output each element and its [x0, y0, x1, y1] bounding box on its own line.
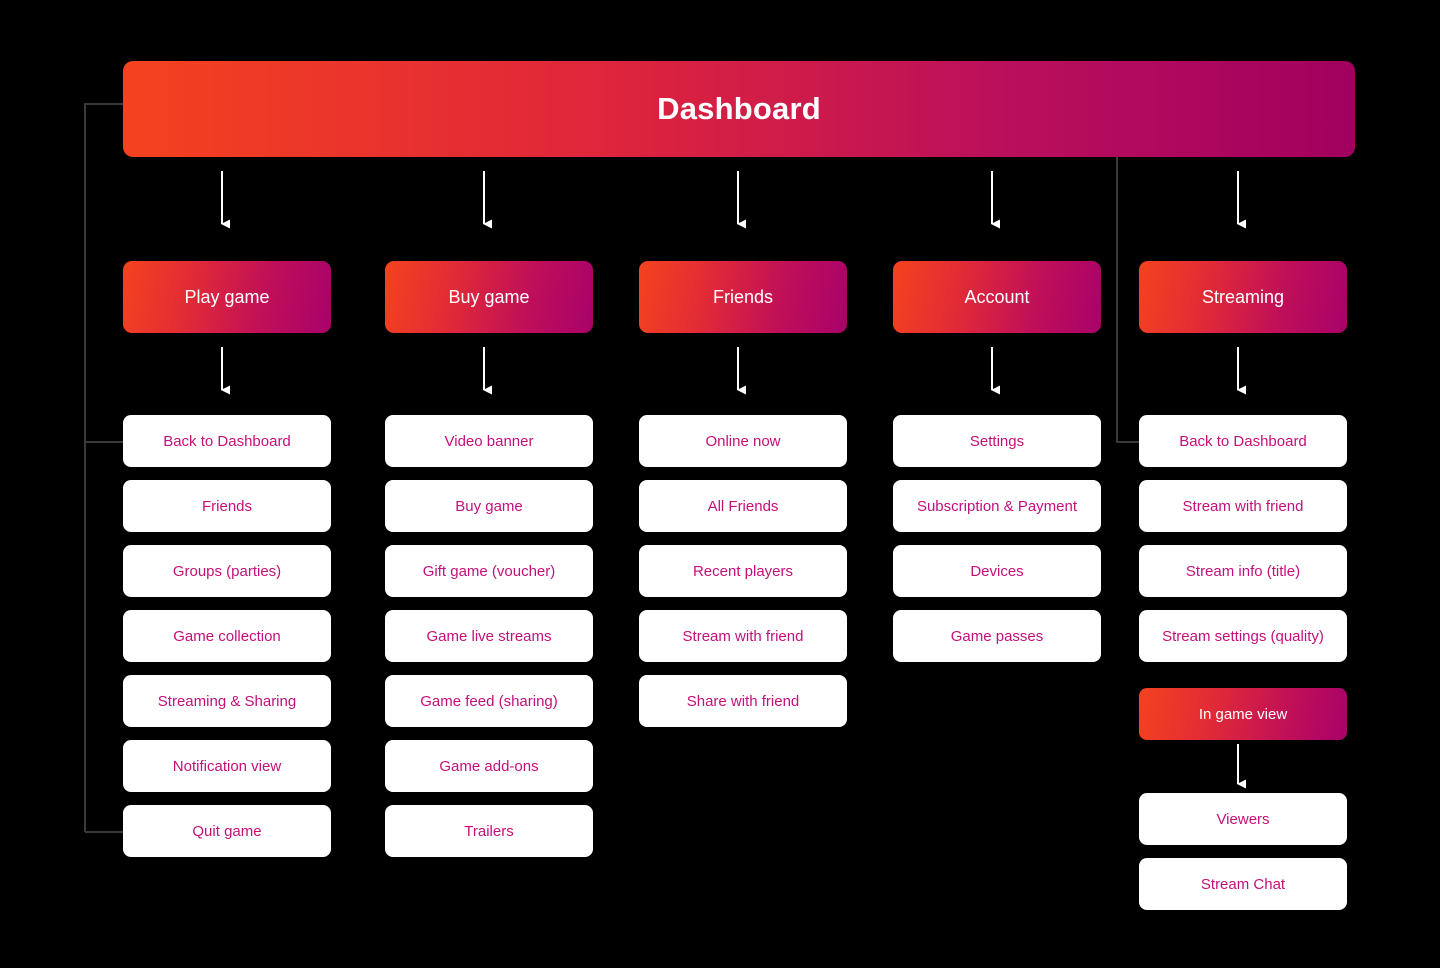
leaf-node-label: Stream Chat: [1200, 875, 1286, 893]
leaf-node[interactable]: Settings: [893, 415, 1101, 467]
back-link-left: [84, 103, 123, 833]
leaf-node[interactable]: Stream with friend: [1139, 480, 1347, 532]
accent-node-label: In game view: [1198, 705, 1288, 723]
leaf-node[interactable]: Share with friend: [639, 675, 847, 727]
leaf-node-label: Streaming & Sharing: [157, 692, 297, 710]
leaf-node[interactable]: Stream info (title): [1139, 545, 1347, 597]
leaf-node[interactable]: Video banner: [385, 415, 593, 467]
column-friends: Online now All Friends Recent players St…: [639, 415, 847, 727]
leaf-node[interactable]: Quit game: [123, 805, 331, 857]
leaf-node[interactable]: Game collection: [123, 610, 331, 662]
leaf-node-label: Video banner: [444, 432, 534, 450]
leaf-node-label: Stream with friend: [1182, 497, 1304, 515]
leaf-node-label: Back to Dashboard: [163, 432, 291, 450]
leaf-node[interactable]: Stream settings (quality): [1139, 610, 1347, 662]
parent-node-label: Play game: [184, 286, 270, 307]
leaf-node-label: Viewers: [1216, 810, 1270, 828]
leaf-node[interactable]: Streaming & Sharing: [123, 675, 331, 727]
leaf-node-label: Friends: [201, 497, 253, 515]
leaf-node[interactable]: Game feed (sharing): [385, 675, 593, 727]
leaf-node-label: Game add-ons: [439, 757, 539, 775]
leaf-node-label: Buy game: [455, 497, 523, 515]
arrow-parent-to-items: [221, 347, 1246, 395]
leaf-node-label: Settings: [969, 432, 1025, 450]
leaf-node[interactable]: Groups (parties): [123, 545, 331, 597]
leaf-node-label: Trailers: [464, 822, 514, 840]
leaf-node-label: Stream with friend: [682, 627, 804, 645]
leaf-node[interactable]: Buy game: [385, 480, 593, 532]
parent-node-account[interactable]: Account: [893, 261, 1101, 333]
parent-node-label: Streaming: [1201, 286, 1285, 307]
leaf-node-label: Back to Dashboard: [1179, 432, 1307, 450]
leaf-node-label: Subscription & Payment: [916, 497, 1078, 515]
leaf-node-label: Devices: [970, 562, 1024, 580]
leaf-node-label: All Friends: [707, 497, 779, 515]
column-buy-game: Video banner Buy game Gift game (voucher…: [385, 415, 593, 857]
parent-node-label: Buy game: [448, 286, 530, 307]
leaf-node[interactable]: Devices: [893, 545, 1101, 597]
leaf-node-label: Share with friend: [686, 692, 800, 710]
leaf-node[interactable]: Game add-ons: [385, 740, 593, 792]
leaf-node-label: Quit game: [192, 822, 262, 840]
column-account: Settings Subscription & Payment Devices …: [893, 415, 1101, 662]
parent-node-label: Friends: [712, 286, 774, 307]
leaf-node[interactable]: Subscription & Payment: [893, 480, 1101, 532]
leaf-node-label: Online now: [705, 432, 781, 450]
leaf-node-label: Game passes: [950, 627, 1044, 645]
parent-node-friends[interactable]: Friends: [639, 261, 847, 333]
leaf-node-label: Stream settings (quality): [1162, 627, 1324, 645]
leaf-node[interactable]: Friends: [123, 480, 331, 532]
leaf-node-label: Stream info (title): [1185, 562, 1301, 580]
back-link-right: [1116, 157, 1139, 443]
column-in-game-view-children: Viewers Stream Chat: [1139, 793, 1347, 910]
leaf-node[interactable]: Stream Chat: [1139, 858, 1347, 910]
leaf-node[interactable]: Online now: [639, 415, 847, 467]
page-title: Dashboard: [657, 91, 821, 126]
leaf-node[interactable]: Game passes: [893, 610, 1101, 662]
root-node-dashboard[interactable]: Dashboard: [123, 61, 1355, 157]
leaf-node-label: Game feed (sharing): [420, 692, 558, 710]
leaf-node[interactable]: Game live streams: [385, 610, 593, 662]
leaf-node[interactable]: Stream with friend: [639, 610, 847, 662]
leaf-node[interactable]: Back to Dashboard: [123, 415, 331, 467]
leaf-node-label: Game collection: [173, 627, 281, 645]
column-streaming: Back to Dashboard Stream with friend Str…: [1139, 415, 1347, 662]
leaf-node[interactable]: Viewers: [1139, 793, 1347, 845]
leaf-node[interactable]: All Friends: [639, 480, 847, 532]
leaf-node[interactable]: Back to Dashboard: [1139, 415, 1347, 467]
leaf-node-label: Notification view: [172, 757, 282, 775]
column-play-game: Back to Dashboard Friends Groups (partie…: [123, 415, 331, 857]
leaf-node[interactable]: Trailers: [385, 805, 593, 857]
leaf-node-label: Recent players: [692, 562, 794, 580]
leaf-node-label: Gift game (voucher): [422, 562, 556, 580]
parent-node-streaming[interactable]: Streaming: [1139, 261, 1347, 333]
parent-node-play-game[interactable]: Play game: [123, 261, 331, 333]
parent-node-label: Account: [964, 286, 1030, 307]
leaf-node[interactable]: Gift game (voucher): [385, 545, 593, 597]
leaf-node-label: Game live streams: [426, 627, 552, 645]
parent-node-buy-game[interactable]: Buy game: [385, 261, 593, 333]
leaf-node[interactable]: Notification view: [123, 740, 331, 792]
leaf-node[interactable]: Recent players: [639, 545, 847, 597]
leaf-node-label: Groups (parties): [172, 562, 282, 580]
arrow-root-to-children: [221, 171, 1246, 229]
accent-node-in-game-view[interactable]: In game view: [1139, 688, 1347, 740]
